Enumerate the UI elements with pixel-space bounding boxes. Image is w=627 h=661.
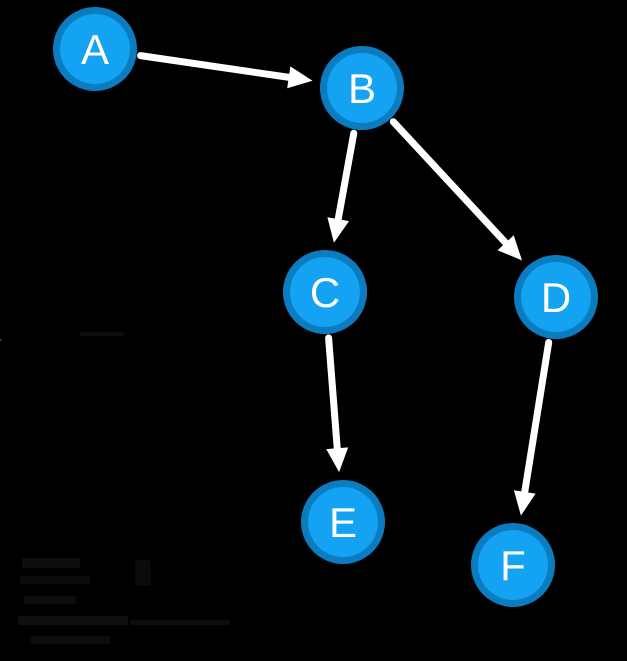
node-fill (478, 530, 548, 600)
edge-line (137, 52, 297, 82)
edge-line (333, 129, 358, 227)
node-label-A: A (81, 26, 109, 73)
node-B[interactable]: B (320, 46, 404, 130)
node-label-C: C (310, 269, 340, 316)
node-E[interactable]: E (301, 480, 385, 564)
node-C[interactable]: C (283, 250, 367, 334)
edge-line (520, 338, 553, 500)
node-A[interactable]: A (53, 7, 137, 91)
edge-B-D (389, 118, 522, 261)
node-fill (308, 487, 378, 557)
edge-C-E (325, 334, 349, 473)
node-fill (290, 257, 360, 327)
node-fill (521, 262, 591, 332)
arrowhead-icon (287, 66, 313, 89)
arrowhead-icon (327, 217, 350, 243)
arrowhead-icon (497, 235, 522, 261)
edge-D-F (513, 338, 553, 516)
node-fill (327, 53, 397, 123)
edge-line (325, 334, 342, 456)
node-layer: A B C D E F (53, 7, 598, 607)
edge-B-C (327, 129, 358, 243)
node-label-D: D (541, 274, 571, 321)
node-D[interactable]: D (514, 255, 598, 339)
node-fill (60, 14, 130, 84)
edge-layer (137, 52, 553, 516)
arrowhead-icon (326, 447, 349, 473)
node-label-F: F (500, 542, 526, 589)
node-F[interactable]: F (471, 523, 555, 607)
edge-line (389, 118, 512, 250)
node-label-E: E (329, 499, 357, 546)
edge-A-B (137, 52, 313, 89)
node-label-B: B (348, 65, 376, 112)
arrowhead-icon (513, 490, 536, 516)
